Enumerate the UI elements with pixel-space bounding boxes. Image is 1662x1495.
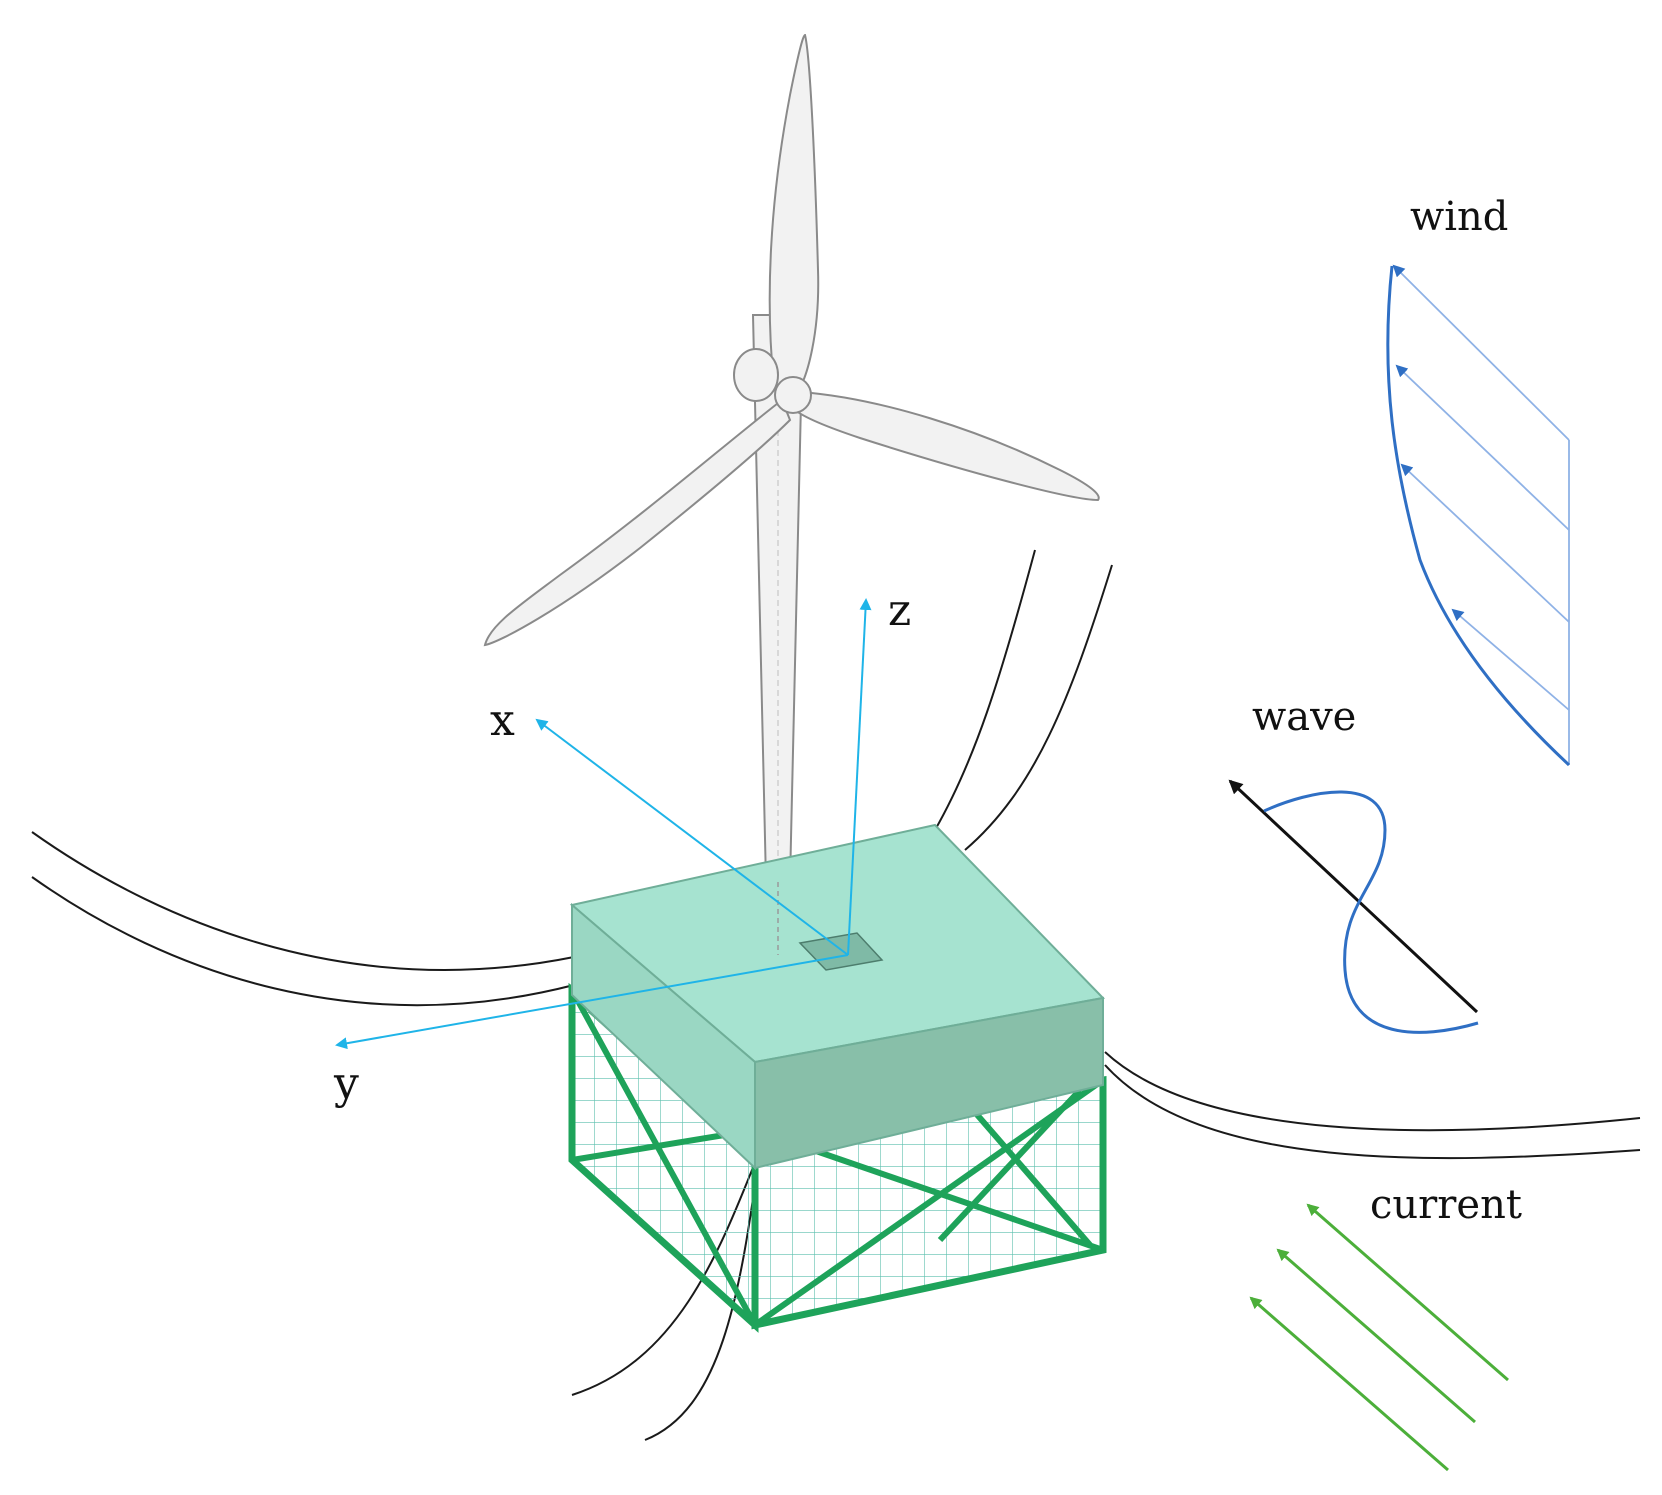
wind-profile xyxy=(1386,264,1571,767)
mooring-line-back-left xyxy=(934,549,1036,831)
mooring-line-right-upper xyxy=(1104,1051,1641,1132)
wind-profile-curve xyxy=(1386,265,1571,767)
floating-platform xyxy=(569,823,1106,1171)
wind-arrow xyxy=(1392,264,1570,441)
wave-direction-arrow xyxy=(1228,779,1479,1014)
current-label: current xyxy=(1370,1182,1522,1228)
mooring-line-left-lower xyxy=(31,876,575,1007)
axis-y-arrow xyxy=(335,954,849,1050)
mooring-line-back-right xyxy=(964,564,1113,851)
net-brace xyxy=(937,1087,1083,1243)
wind-label: wind xyxy=(1410,194,1508,240)
mooring-line-left-upper xyxy=(31,831,575,971)
axis-z-label: z xyxy=(888,585,911,636)
turbine-nacelle xyxy=(733,348,779,402)
axis-x-arrow xyxy=(535,718,849,956)
wind-arrow xyxy=(1400,463,1570,623)
wind-turbine-icon xyxy=(483,33,1100,940)
wind-arrow xyxy=(1451,608,1570,711)
wave-indicator xyxy=(1228,779,1479,1034)
turbine-hub xyxy=(774,376,812,414)
axis-y-label: y xyxy=(333,1058,359,1109)
mooring-line-right-lower xyxy=(1104,1064,1641,1160)
wave-label: wave xyxy=(1252,694,1356,740)
platform-right-face xyxy=(754,996,1104,1170)
axis-x-label: x xyxy=(490,695,515,746)
current-arrow xyxy=(1306,1203,1509,1382)
current-arrows xyxy=(1249,1203,1509,1472)
turbine-blade-lower-left xyxy=(483,398,792,647)
net-brace xyxy=(569,988,758,1327)
wave-curve xyxy=(1263,790,1479,1034)
net-brace xyxy=(957,1093,1093,1247)
turbine-blade-right xyxy=(793,390,1100,502)
current-arrow xyxy=(1276,1248,1476,1424)
net-brace xyxy=(753,1077,1105,1328)
wind-arrow xyxy=(1395,364,1570,531)
axis-z-arrow xyxy=(847,598,872,956)
coordinate-axes xyxy=(335,598,872,1050)
current-arrow xyxy=(1249,1296,1449,1472)
turbine-blade-up xyxy=(768,33,820,397)
